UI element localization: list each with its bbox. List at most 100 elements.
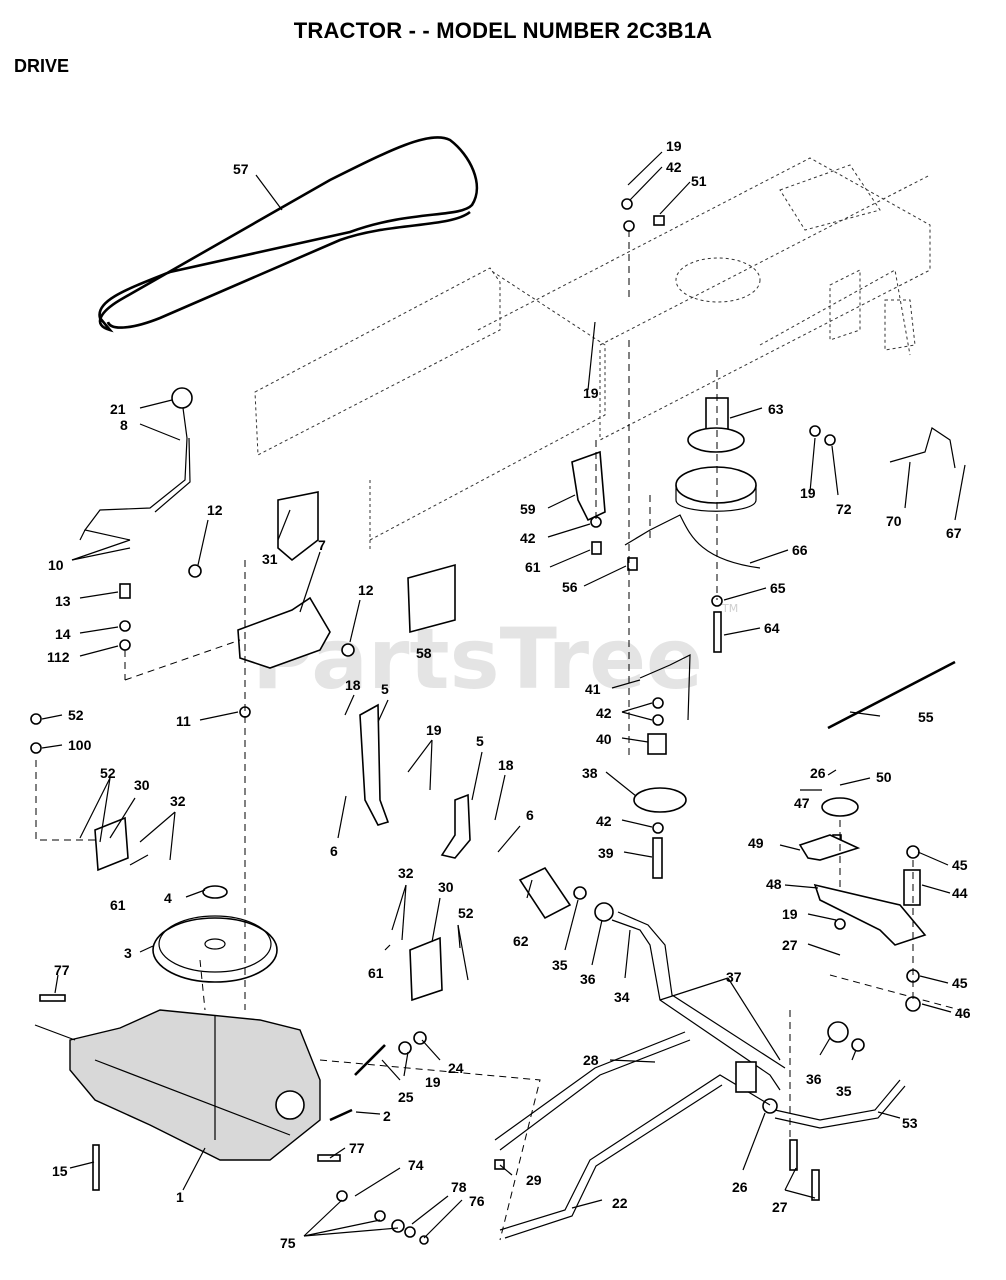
spring-2 <box>329 1108 353 1122</box>
callout-76: 76 <box>469 1193 485 1209</box>
callout-4: 4 <box>164 890 172 906</box>
callout-19e: 19 <box>782 906 798 922</box>
callout-29: 29 <box>526 1172 542 1188</box>
bracket-5-right <box>440 793 471 859</box>
callout-47: 47 <box>794 795 810 811</box>
callout-35b: 35 <box>836 1083 852 1099</box>
callout-34: 34 <box>614 989 630 1005</box>
callout-19: 19 <box>666 138 682 154</box>
callout-36b: 36 <box>806 1071 822 1087</box>
callout-8: 8 <box>120 417 128 433</box>
callout-14: 14 <box>55 626 71 642</box>
drive-belt <box>98 136 479 333</box>
page-title: TRACTOR - - MODEL NUMBER 2C3B1A <box>293 18 713 43</box>
callout-3: 3 <box>124 945 132 961</box>
callout-27a: 27 <box>782 937 798 953</box>
idler-pulley-38 <box>633 787 687 813</box>
callout-66: 66 <box>792 542 808 558</box>
callout-19b: 19 <box>583 385 599 401</box>
callout-25: 25 <box>398 1089 414 1105</box>
plate-30-left <box>94 816 129 872</box>
callout-42d: 42 <box>596 813 612 829</box>
callout-75: 75 <box>280 1235 296 1251</box>
callout-42c: 42 <box>596 705 612 721</box>
rod-70 <box>889 427 956 469</box>
callout-70: 70 <box>886 513 902 529</box>
engine-pulley <box>675 397 757 512</box>
callout-77b: 77 <box>349 1140 365 1156</box>
callout-10: 10 <box>48 557 64 573</box>
callout-5b: 5 <box>476 733 484 749</box>
callout-labels: 57 19 42 51 21 8 10 12 31 7 12 13 14 112… <box>47 138 971 1251</box>
callout-28: 28 <box>583 1052 599 1068</box>
callout-35a: 35 <box>552 957 568 973</box>
shift-lever <box>79 387 193 541</box>
callout-6b: 6 <box>526 807 534 823</box>
bracket-59 <box>571 450 606 522</box>
callout-78: 78 <box>451 1179 467 1195</box>
section-title: DRIVE <box>14 56 70 76</box>
callout-42: 42 <box>666 159 682 175</box>
transaxle <box>34 1009 321 1161</box>
callout-21: 21 <box>110 401 126 417</box>
callout-2: 2 <box>383 1108 391 1124</box>
pulley-47 <box>821 797 859 817</box>
construction-lines <box>35 230 961 1241</box>
callout-52a: 52 <box>68 707 84 723</box>
callout-18b: 18 <box>498 757 514 773</box>
callout-1: 1 <box>176 1189 184 1205</box>
bracket-5-left <box>359 703 390 826</box>
callout-32a: 32 <box>170 793 186 809</box>
transmission-pulley <box>152 885 278 983</box>
callout-15: 15 <box>52 1163 68 1179</box>
callout-44: 44 <box>952 885 968 901</box>
callout-74: 74 <box>408 1157 424 1173</box>
callout-32b: 32 <box>398 865 414 881</box>
callout-64: 64 <box>764 620 780 636</box>
callout-31: 31 <box>262 551 278 567</box>
callout-22: 22 <box>612 1195 628 1211</box>
watermark-trademark: TM <box>721 602 738 615</box>
callout-61b: 61 <box>525 559 541 575</box>
callout-61a: 61 <box>110 897 126 913</box>
spacer-40 <box>647 733 667 755</box>
callout-63: 63 <box>768 401 784 417</box>
callout-58: 58 <box>416 645 432 661</box>
callout-59: 59 <box>520 501 536 517</box>
callout-52c: 52 <box>458 905 474 921</box>
spring-55 <box>827 660 956 730</box>
callout-37: 37 <box>726 969 742 985</box>
callout-45b: 45 <box>952 975 968 991</box>
callout-30b: 30 <box>438 879 454 895</box>
callout-12a: 12 <box>207 502 223 518</box>
callout-19c: 19 <box>800 485 816 501</box>
callout-52b: 52 <box>100 765 116 781</box>
callout-26b: 26 <box>732 1179 748 1195</box>
callout-19f: 19 <box>425 1074 441 1090</box>
callout-30a: 30 <box>134 777 150 793</box>
callout-72: 72 <box>836 501 852 517</box>
callout-77a: 77 <box>54 962 70 978</box>
callout-11: 11 <box>176 713 191 729</box>
callout-46: 46 <box>955 1005 971 1021</box>
callout-57: 57 <box>233 161 249 177</box>
callout-36a: 36 <box>580 971 596 987</box>
watermark: PartsTree TM <box>252 602 738 708</box>
hardware <box>30 198 921 1245</box>
callout-7: 7 <box>318 537 326 553</box>
callout-65: 65 <box>770 580 786 596</box>
callout-61c: 61 <box>368 965 384 981</box>
callout-26a: 26 <box>810 765 826 781</box>
callout-55: 55 <box>918 709 934 725</box>
callout-24: 24 <box>448 1060 464 1076</box>
callout-42b: 42 <box>520 530 536 546</box>
callout-48: 48 <box>766 876 782 892</box>
callout-62: 62 <box>513 933 529 949</box>
callout-112: 112 <box>47 649 70 665</box>
wire-66 <box>624 514 761 569</box>
callout-45a: 45 <box>952 857 968 873</box>
tractor-frame <box>254 157 931 550</box>
spring-25 <box>354 1044 386 1076</box>
callout-18a: 18 <box>345 677 361 693</box>
